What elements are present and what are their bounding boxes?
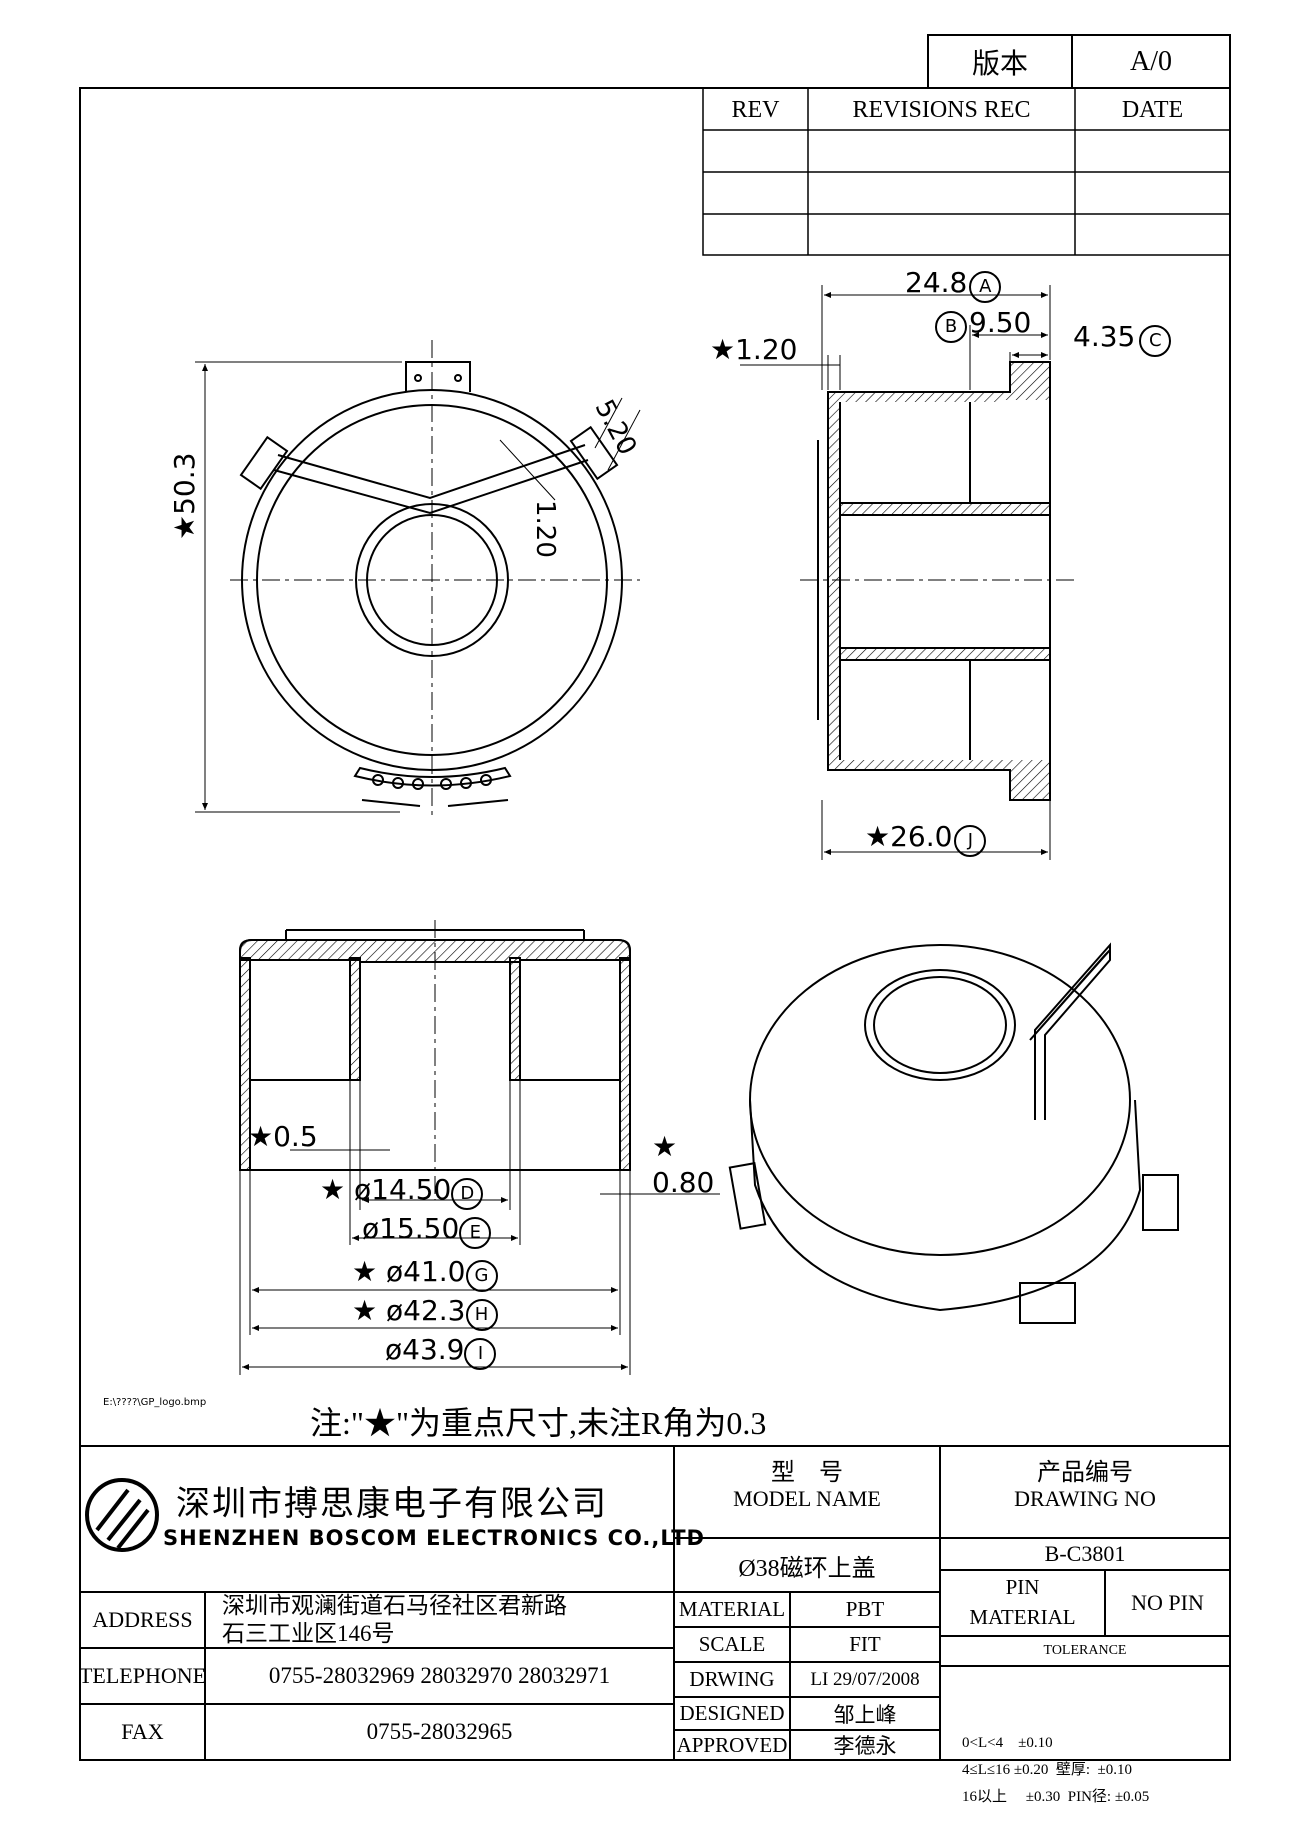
drawing-no-label-cn: 产品编号 xyxy=(1037,1459,1133,1486)
top-view xyxy=(239,361,623,807)
company-name-cn: 深圳市搏思康电子有限公司 xyxy=(176,1484,608,1524)
rev-header: REV xyxy=(731,96,780,123)
dim-rib: 1.20 xyxy=(530,500,560,558)
scale-value: FIT xyxy=(849,1632,881,1656)
company-name-en: SHENZHEN BOSCOM ELECTRONICS CO.,LTD xyxy=(163,1526,705,1550)
model-label-cn: 型 号 xyxy=(771,1459,843,1486)
tolerance-title: TOLERANCE xyxy=(1043,1643,1127,1658)
isometric-view xyxy=(728,942,1179,1324)
address-value: 深圳市观澜街道石马径社区君新路石三工业区146号 xyxy=(222,1593,567,1646)
title-block-grid xyxy=(80,1445,1230,1760)
telephone-label: TELEPHONE xyxy=(78,1663,207,1688)
fax-label: FAX xyxy=(121,1719,164,1744)
dim-top-wall-star: ★ xyxy=(652,1130,678,1163)
designed-label: DESIGNED xyxy=(679,1701,785,1725)
dim-top-wall: 0.80 xyxy=(652,1166,715,1199)
date-header: DATE xyxy=(1121,96,1184,123)
fax-value: 0755-28032965 xyxy=(366,1719,513,1744)
drawing-note: 注:"★"为重点尺寸,未注R角为0.3 xyxy=(310,1405,767,1441)
logo-path: E:\????\GP_logo.bmp xyxy=(103,1397,207,1408)
address-label: ADDRESS xyxy=(92,1607,193,1632)
model-value: Ø38磁环上盖 xyxy=(738,1555,876,1582)
approved-label: APPROVED xyxy=(676,1732,788,1757)
pin-material-value: NO PIN xyxy=(1131,1590,1204,1615)
material-label: MATERIAL xyxy=(678,1597,786,1621)
drawing-border xyxy=(79,87,1231,1761)
version-label: 版本 xyxy=(971,48,1028,80)
dim-height: ★50.3 xyxy=(168,452,201,540)
drwing-label: DRWING xyxy=(689,1667,775,1691)
side-section-view xyxy=(817,361,1051,801)
model-label-en: MODEL NAME xyxy=(733,1486,881,1511)
revision-table-grid xyxy=(702,87,1231,256)
scale-label: SCALE xyxy=(698,1632,766,1656)
designed-value: 邹上峰 xyxy=(833,1702,897,1727)
drwing-value: LI 29/07/2008 xyxy=(810,1668,920,1690)
version-value: A/0 xyxy=(1130,45,1172,77)
material-value: PBT xyxy=(845,1597,885,1621)
approved-value: 李德永 xyxy=(833,1734,897,1758)
telephone-value: 0755-28032969 28032970 28032971 xyxy=(268,1663,611,1688)
drawing-no-label-en: DRAWING NO xyxy=(1014,1486,1156,1511)
dim-wall-05: ★0.5 xyxy=(248,1120,318,1153)
revisions-rec-header: REVISIONS REC xyxy=(852,96,1031,123)
dim-wall-side: ★1.20 xyxy=(710,333,798,366)
drawing-no-value: B-C3801 xyxy=(1044,1541,1126,1566)
company-logo xyxy=(85,1478,159,1552)
